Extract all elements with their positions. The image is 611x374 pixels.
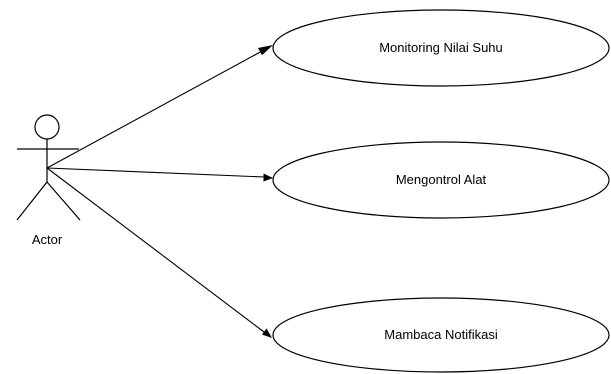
use-case-mambaca-notifikasi[interactable]: Mambaca Notifikasi xyxy=(272,297,610,373)
actor-left-leg xyxy=(16,181,48,221)
use-case-monitoring-nilai-suhu[interactable]: Monitoring Nilai Suhu xyxy=(272,9,610,87)
association-line-mengontrol xyxy=(46,167,265,178)
arrow-head-mambaca xyxy=(262,328,272,338)
actor-head xyxy=(34,114,60,140)
association-line-mambaca xyxy=(46,167,265,333)
actor-figure[interactable] xyxy=(16,114,81,221)
arrow-head-monitoring xyxy=(258,45,273,56)
actor-right-leg xyxy=(46,181,81,221)
use-case-mengontrol-alat[interactable]: Mengontrol Alat xyxy=(272,141,610,219)
association-line-monitoring xyxy=(46,49,265,169)
use-case-ellipse xyxy=(272,297,610,373)
use-case-label: Mambaca Notifikasi xyxy=(384,327,498,342)
actor-label: Actor xyxy=(32,232,63,247)
use-case-ellipse xyxy=(272,141,610,219)
use-case-label: Mengontrol Alat xyxy=(396,172,487,187)
arrow-head-mengontrol xyxy=(263,173,273,182)
use-case-ellipse xyxy=(272,9,610,87)
use-case-label: Monitoring Nilai Suhu xyxy=(379,40,503,55)
